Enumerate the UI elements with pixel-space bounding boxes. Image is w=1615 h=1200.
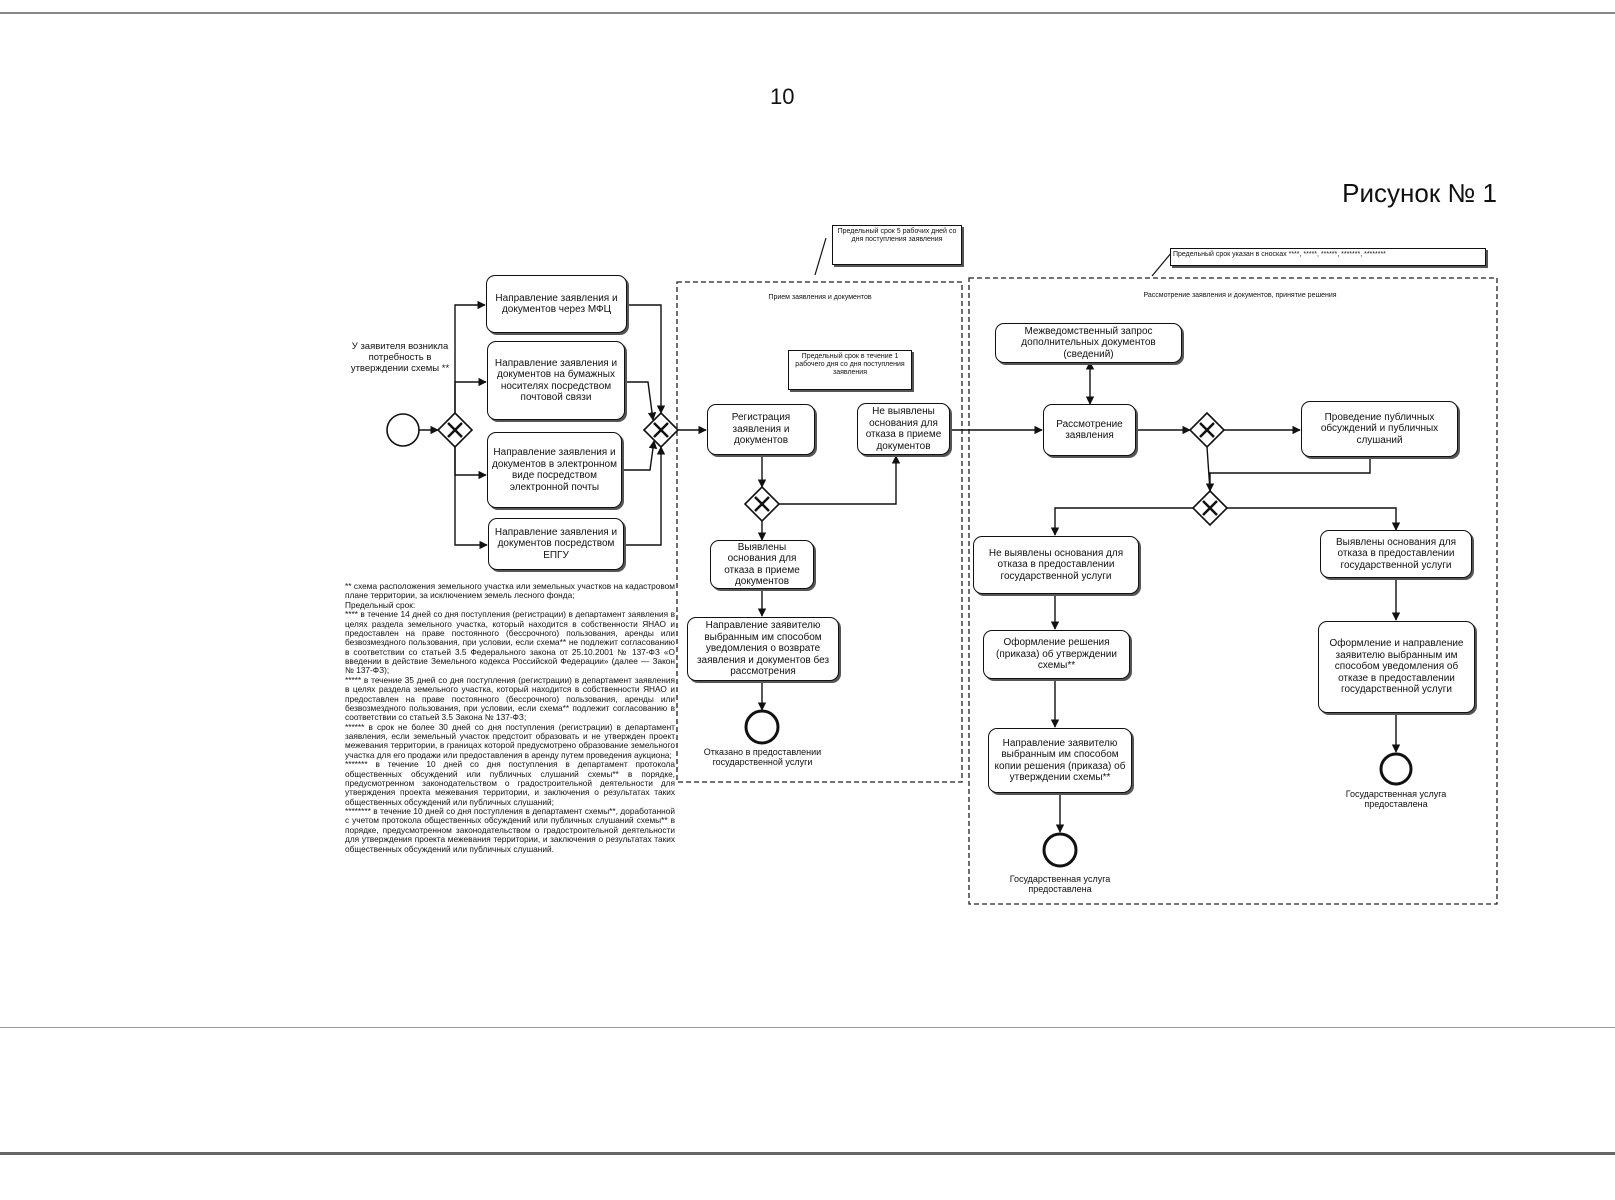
node-return-notice: Направление заявителю выбранным им спосо… (687, 617, 839, 681)
lane-intake-border (676, 281, 963, 783)
gateway-split-channels (436, 411, 474, 449)
gateway-decision (1191, 489, 1229, 527)
note-deadline-review: Предельный срок указан в сносках ****, *… (1170, 248, 1486, 266)
node-grounds-intake: Выявлены основания для отказа в приеме д… (710, 540, 814, 589)
gateway-hearings (1188, 411, 1226, 449)
lane-label-intake: Прием заявления и документов (768, 294, 872, 301)
scan-edge-bottom (0, 1152, 1615, 1155)
figure-title: Рисунок № 1 (1342, 178, 1497, 208)
edge-mfc-gw2 (627, 304, 666, 414)
end-event-provided-2 (1379, 752, 1413, 786)
edge-gw5-no-grounds (1050, 507, 1193, 536)
end-event-refused-label: Отказано в предоставлении государственно… (703, 747, 822, 768)
start-event-label: У заявителя возникла потребность в утвер… (350, 341, 450, 374)
end-event-provided-2-label: Государственная услуга предоставлена (1345, 789, 1447, 810)
node-decision: Оформление решения (приказа) об утвержде… (983, 630, 1130, 679)
node-review: Рассмотрение заявления (1043, 404, 1136, 456)
node-via-mfc: Направление заявления и документов через… (486, 275, 627, 333)
edge-epgu-gw2 (624, 446, 666, 546)
end-event-refused (744, 709, 780, 745)
node-interagency-request: Межведомственный запрос дополнительных д… (995, 323, 1182, 363)
end-event-provided-1-label: Государственная услуга предоставлена (1009, 874, 1111, 895)
edge-gw1-epgu (454, 447, 488, 550)
note-pointer-review (1151, 251, 1173, 277)
footnote-text: ** схема расположения земельного участка… (345, 581, 675, 854)
page-divider (0, 1027, 1615, 1028)
lane-review-border (968, 277, 1498, 905)
edge-hearings-gw5 (1205, 458, 1371, 492)
node-refusal-notice: Оформление и направление заявителю выбра… (1318, 621, 1475, 713)
edge-gw1-post (454, 377, 487, 413)
node-registration: Регистрация заявления и документов (707, 404, 815, 455)
edge-gw3-no-grounds (779, 455, 901, 505)
node-grounds-refusal: Выявлены основания для отказа в предоста… (1320, 530, 1472, 578)
note-deadline-intake: Предельный срок 5 рабочих дней со дня по… (832, 225, 962, 265)
scan-edge-top (0, 12, 1615, 14)
edge-gw1-mfc (454, 300, 486, 413)
page-number: 10 (770, 84, 795, 109)
node-public-hearings: Проведение публичных обсуждений и публич… (1301, 401, 1458, 457)
node-no-grounds-intake: Не выявлены основания для отказа в прием… (857, 403, 950, 455)
end-event-provided-1 (1042, 832, 1078, 868)
start-event (386, 413, 420, 447)
node-send-decision: Направление заявителю выбранным им спосо… (988, 728, 1132, 793)
edge-post-gw2 (625, 381, 657, 421)
lane-label-review: Рассмотрение заявления и документов, при… (1143, 292, 1337, 299)
node-via-post: Направление заявления и документов на бу… (487, 341, 625, 420)
node-via-email: Направление заявления и документов в эле… (487, 432, 622, 508)
gateway-check-intake (743, 485, 781, 523)
node-via-epgu: Направление заявления и документов посре… (488, 518, 624, 570)
edge-gw5-grounds (1227, 507, 1401, 531)
note-pointer-intake (814, 237, 827, 276)
gateway-merge-channels (642, 411, 680, 449)
edge-gw4-gw5 (1206, 446, 1211, 492)
edge-gw1-email (454, 447, 487, 480)
edge-email-gw2 (622, 440, 658, 471)
node-no-grounds-refusal: Не выявлены основания для отказа в предо… (973, 536, 1139, 594)
note-deadline-registration: Предельный срок в течение 1 рабочего дня… (788, 350, 912, 390)
